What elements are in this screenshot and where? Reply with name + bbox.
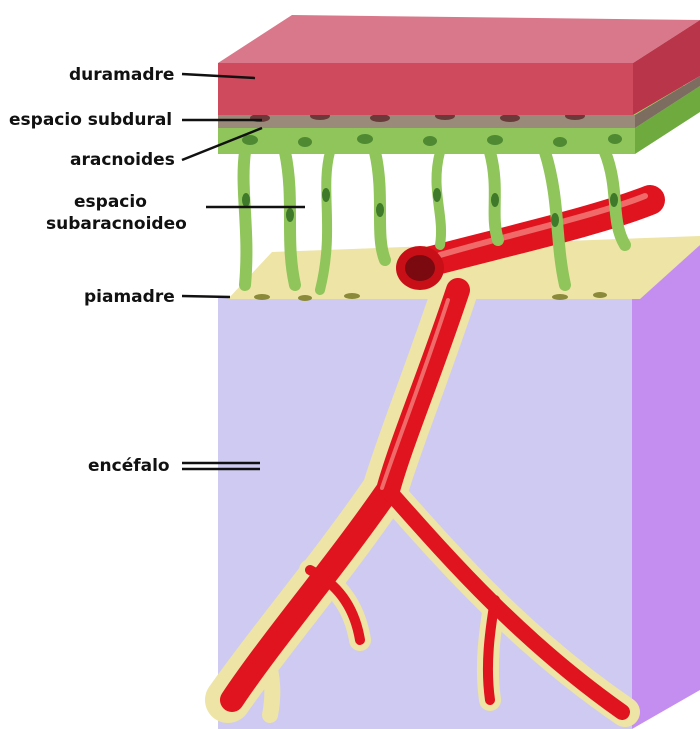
duramadre-front (218, 63, 633, 115)
blood-vessel-cross-section (396, 246, 444, 290)
labels: duramadre espacio subdural aracnoides es… (9, 65, 187, 476)
label-espacio-subaracnoideo-line2: subaracnoideo (46, 214, 187, 234)
duramadre-layer (218, 15, 700, 115)
label-piamadre: piamadre (84, 287, 175, 307)
leader-piamadre (182, 296, 230, 297)
label-espacio-subdural: espacio subdural (9, 110, 172, 130)
encefalo-side-face (632, 245, 700, 729)
duramadre-top (218, 15, 700, 63)
label-encefalo: encéfalo (88, 456, 170, 476)
label-aracnoides: aracnoides (70, 150, 175, 170)
label-espacio-subaracnoideo-line1: espacio (74, 192, 147, 212)
label-duramadre: duramadre (69, 65, 174, 85)
